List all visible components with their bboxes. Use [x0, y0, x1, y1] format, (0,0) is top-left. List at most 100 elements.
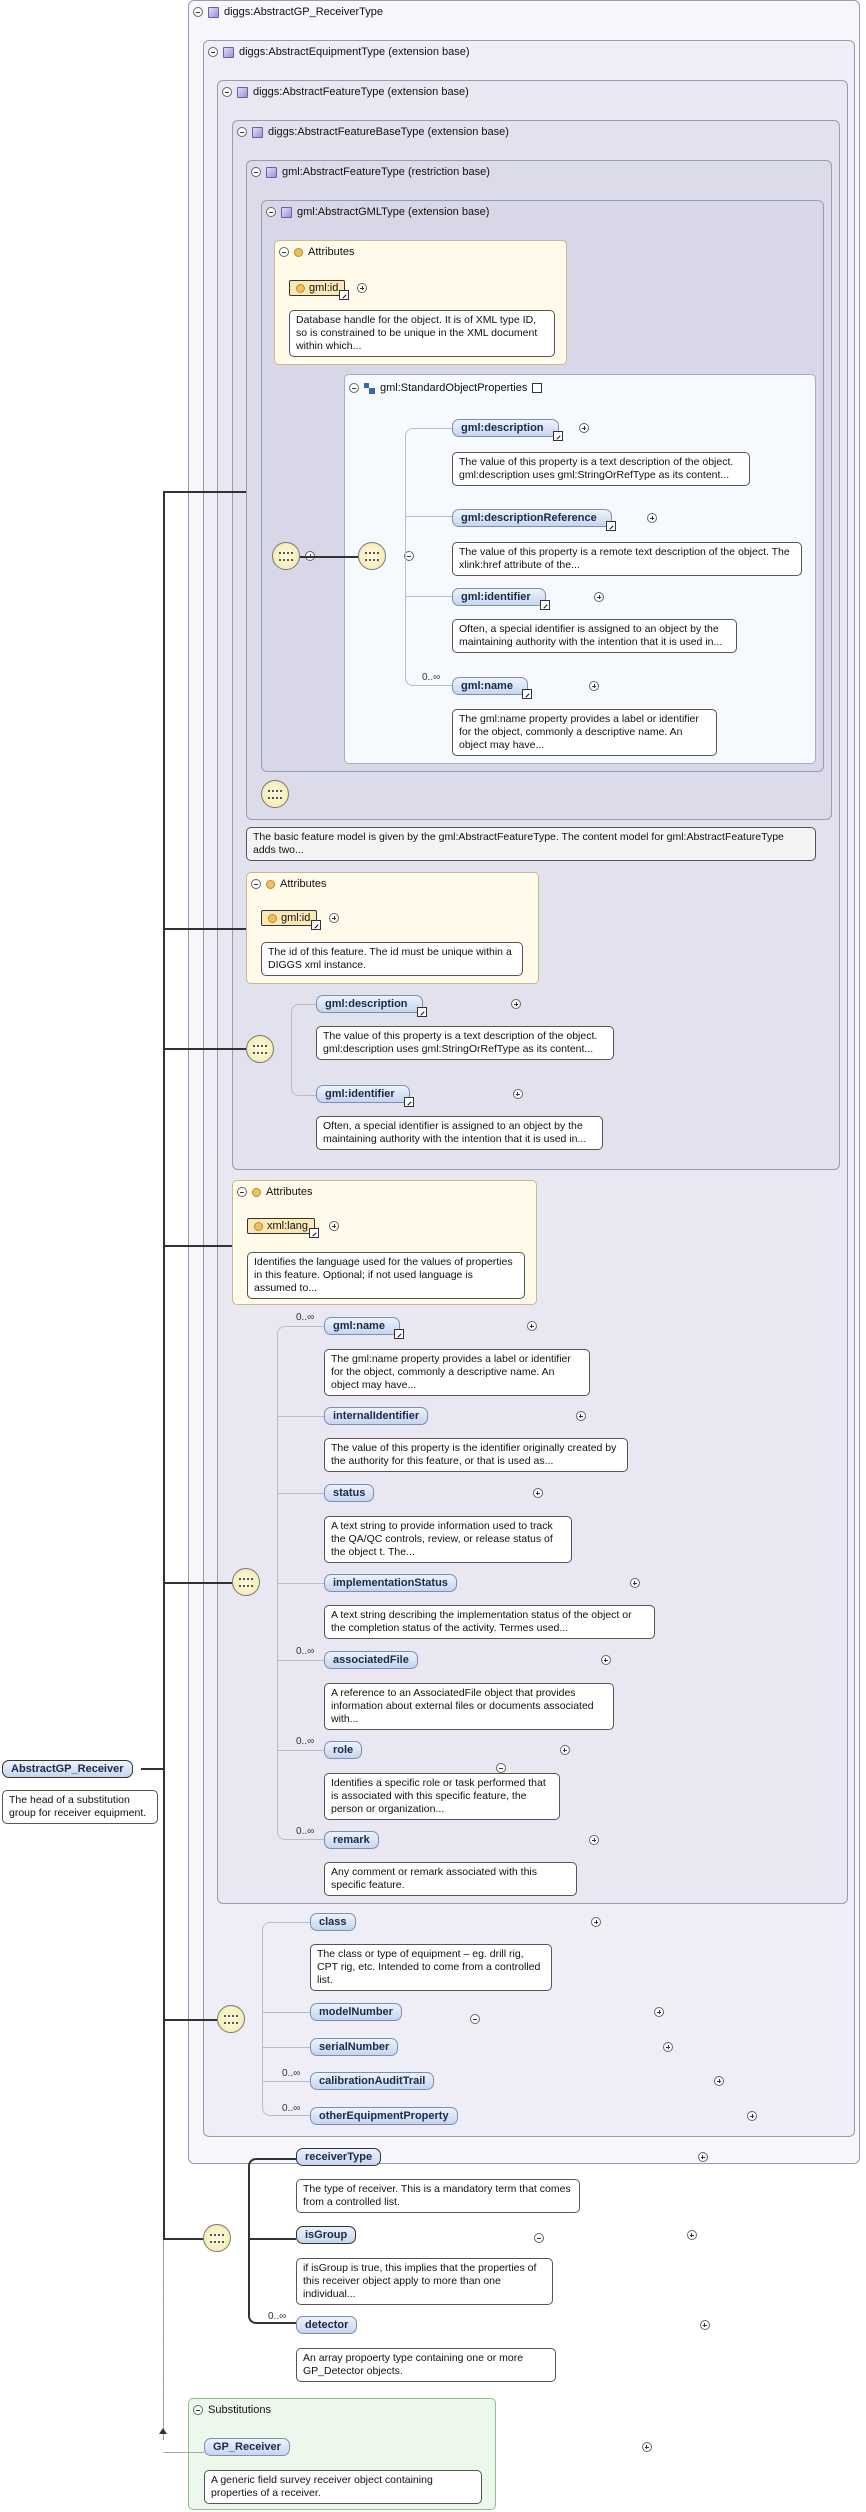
doc-annotation: The type of receiver. This is a mandator…: [296, 2179, 580, 2213]
collapse-icon[interactable]: [534, 2233, 545, 2243]
element-internalIdentifier[interactable]: internalIdentifier: [324, 1407, 429, 1425]
collapse-icon[interactable]: [266, 207, 276, 217]
expand-icon[interactable]: [511, 999, 522, 1009]
link-icon[interactable]: [552, 431, 563, 441]
element-isGroup[interactable]: isGroup: [296, 2226, 357, 2244]
collapse-icon[interactable]: [251, 167, 261, 177]
expand-icon[interactable]: [663, 2042, 674, 2052]
expand-icon[interactable]: [629, 1578, 640, 1588]
expand-icon[interactable]: [589, 681, 600, 691]
link-icon[interactable]: [532, 383, 543, 393]
expand-icon[interactable]: [641, 2442, 652, 2452]
element-class[interactable]: class: [310, 1913, 356, 1931]
link-icon[interactable]: [311, 920, 322, 930]
link-icon[interactable]: [339, 290, 350, 300]
attribute-label: gml:id: [309, 282, 339, 294]
attribute-gml-id[interactable]: gml:id: [289, 280, 350, 300]
expand-icon[interactable]: [579, 423, 590, 433]
expand-icon[interactable]: [575, 1411, 586, 1421]
element-label: gml:identifier: [461, 591, 531, 603]
link-icon[interactable]: [403, 1097, 414, 1107]
sequence-icon[interactable]: [272, 542, 300, 570]
link-icon[interactable]: [416, 1007, 427, 1017]
expand-icon[interactable]: [714, 2076, 725, 2086]
collapse-icon[interactable]: [495, 1763, 506, 1773]
expand-icon[interactable]: [699, 2320, 710, 2330]
root-element-AbstractGP_Receiver[interactable]: AbstractGP_Receiver: [2, 1760, 133, 1778]
expand-icon[interactable]: [697, 2152, 708, 2162]
element-receiverType[interactable]: receiverType: [296, 2148, 382, 2166]
element-calibrationAuditTrail[interactable]: calibrationAuditTrail: [310, 2072, 435, 2090]
collapse-icon[interactable]: [279, 247, 289, 257]
collapse-icon[interactable]: [208, 47, 218, 57]
collapse-icon[interactable]: [222, 87, 232, 97]
link-icon[interactable]: [308, 1228, 319, 1238]
trunk-line: [163, 491, 165, 2240]
link-icon[interactable]: [393, 1329, 404, 1339]
doc-annotation: A generic field survey receiver object c…: [204, 2470, 482, 2504]
attribute-gml-id[interactable]: gml:id: [261, 910, 322, 930]
sequence-icon[interactable]: [203, 2224, 231, 2252]
sequence-icon[interactable]: [217, 2005, 245, 2033]
collapse-icon[interactable]: [349, 383, 359, 393]
collapse-icon[interactable]: [251, 879, 261, 889]
expand-icon[interactable]: [357, 283, 367, 293]
collapse-icon[interactable]: [193, 7, 203, 17]
link-icon[interactable]: [521, 689, 532, 699]
expand-icon[interactable]: [591, 1917, 602, 1927]
expand-icon[interactable]: [594, 592, 605, 602]
expand-icon[interactable]: [512, 1089, 523, 1099]
expand-icon[interactable]: [532, 1488, 543, 1498]
element-label: AbstractGP_Receiver: [11, 1763, 124, 1775]
element-gml-description[interactable]: gml:description: [316, 995, 427, 1017]
collapse-icon[interactable]: [237, 1187, 247, 1197]
element-gml-name[interactable]: gml:name: [452, 677, 532, 699]
element-gml-identifier[interactable]: gml:identifier: [452, 588, 550, 610]
link-icon[interactable]: [539, 600, 550, 610]
expand-icon[interactable]: [686, 2230, 697, 2240]
collapse-icon[interactable]: [404, 551, 415, 561]
element-gml-name[interactable]: gml:name: [324, 1317, 404, 1339]
element-remark[interactable]: remark: [324, 1831, 379, 1849]
element-associatedFile[interactable]: associatedFile: [324, 1651, 418, 1669]
type-title: diggs:AbstractFeatureBaseType (extension…: [268, 126, 509, 138]
element-gml-identifier[interactable]: gml:identifier: [316, 1085, 414, 1107]
expand-icon[interactable]: [589, 1835, 599, 1845]
sequence-icon[interactable]: [232, 1568, 260, 1596]
expand-icon[interactable]: [747, 2111, 758, 2121]
attributes-title: Attributes: [280, 878, 327, 890]
element-implementationStatus[interactable]: implementationStatus: [324, 1574, 457, 1592]
multiplicity: 0..∞: [296, 1826, 315, 1837]
element-label: detector: [305, 2319, 349, 2331]
attribute-xml-lang[interactable]: xml:lang: [247, 1218, 319, 1238]
doc-annotation: The class or type of equipment – eg. dri…: [310, 1944, 552, 1991]
element-modelNumber[interactable]: modelNumber: [310, 2003, 402, 2021]
link-icon[interactable]: [605, 521, 616, 531]
expand-icon[interactable]: [329, 913, 339, 923]
element-status[interactable]: status: [324, 1484, 375, 1502]
expand-icon[interactable]: [559, 1745, 570, 1755]
element-detector[interactable]: detector: [296, 2316, 358, 2334]
element-GP_Receiver[interactable]: GP_Receiver: [204, 2438, 290, 2456]
sequence-icon[interactable]: [261, 780, 289, 808]
sequence-icon[interactable]: [358, 542, 386, 570]
doc-annotation: The basic feature model is given by the …: [246, 827, 816, 861]
expand-icon[interactable]: [654, 2007, 665, 2017]
type-title: diggs:AbstractEquipmentType (extension b…: [239, 46, 470, 58]
doc-annotation: The value of this property is a remote t…: [452, 542, 802, 576]
sequence-branch: [405, 428, 453, 686]
expand-icon[interactable]: [647, 513, 658, 523]
element-otherEquipmentProperty[interactable]: otherEquipmentProperty: [310, 2107, 458, 2125]
collapse-icon[interactable]: [193, 2405, 203, 2415]
element-role[interactable]: role: [324, 1741, 363, 1759]
expand-icon[interactable]: [329, 1221, 339, 1231]
sequence-icon[interactable]: [246, 1035, 274, 1063]
element-serialNumber[interactable]: serialNumber: [310, 2038, 399, 2056]
expand-icon[interactable]: [600, 1655, 611, 1665]
complex-type-icon: [281, 206, 292, 218]
expand-icon[interactable]: [526, 1321, 537, 1331]
element-gml-descriptionReference[interactable]: gml:descriptionReference: [452, 509, 616, 531]
collapse-icon[interactable]: [470, 2014, 481, 2024]
element-gml-description[interactable]: gml:description: [452, 419, 563, 441]
collapse-icon[interactable]: [237, 127, 247, 137]
